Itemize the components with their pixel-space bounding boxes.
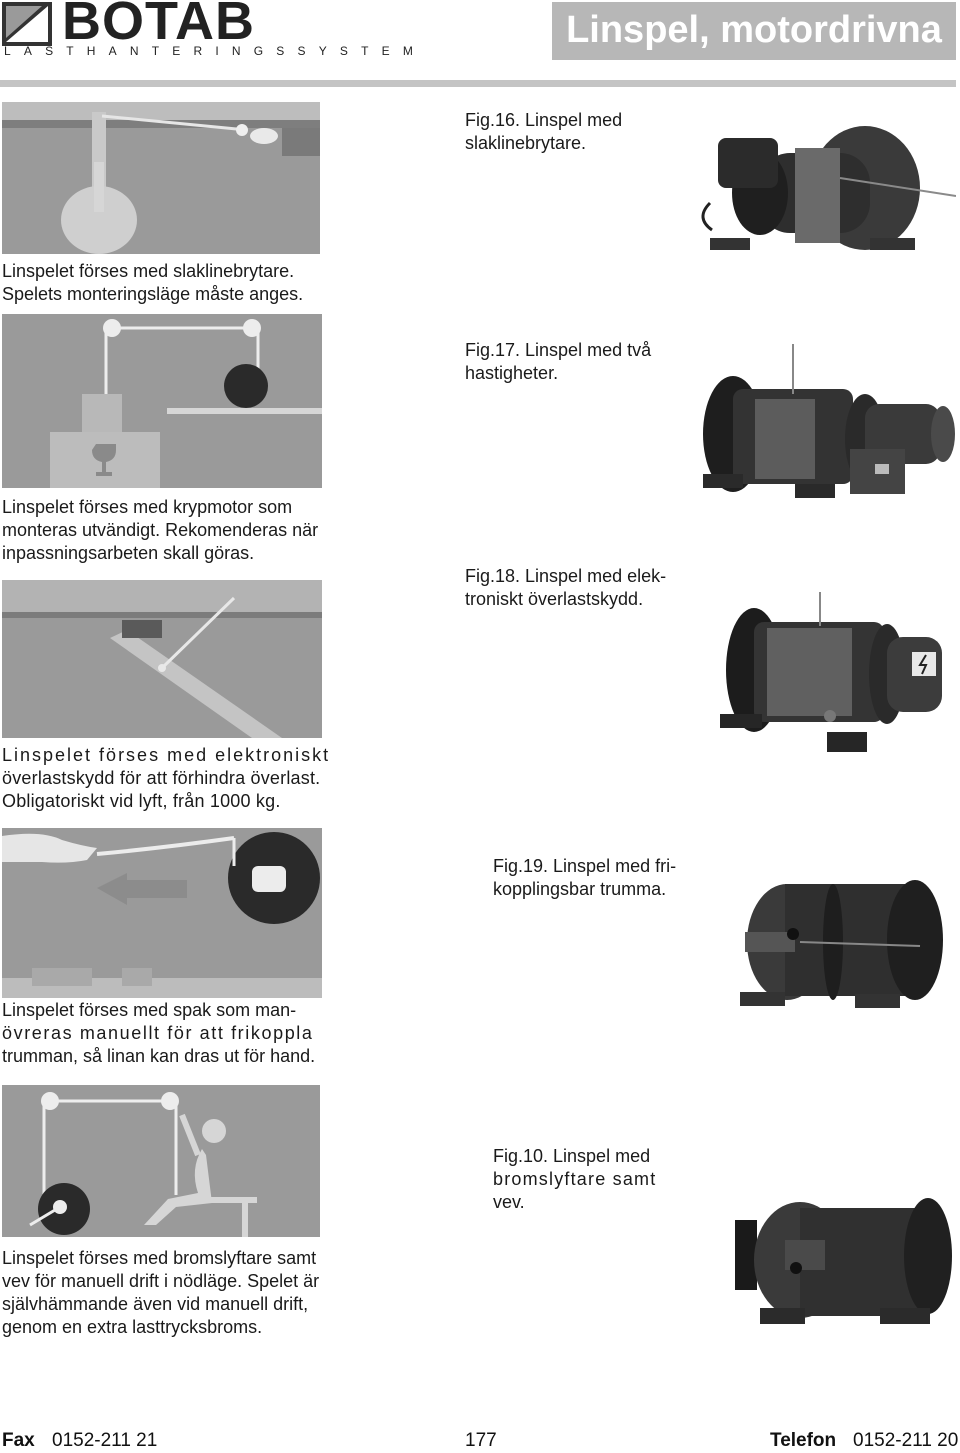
photo-winch-overload-protection [712, 592, 960, 760]
free-spool-drum-winch-photo-icon [740, 880, 943, 1008]
section-5-figure-caption: Fig.10. Linspel med bromslyftare samt ve… [493, 1145, 713, 1214]
caption-line: Linspelet förses med krypmotor som [2, 497, 293, 517]
caption-line: Obligatoriskt vid lyft, från 1000 kg. [2, 791, 281, 811]
logo-tagline: LASTHANTERINGSSYSTEM [4, 44, 427, 58]
caption-line: Linspelet förses med elektroniskt [2, 745, 331, 765]
section-3-figure-caption: Fig.18. Linspel med elek- troniskt överl… [465, 565, 685, 611]
free-spool-lever-diagram-icon [2, 832, 322, 998]
footer-phone-label: Telefon [770, 1430, 837, 1451]
section-4-caption: Linspelet förses med spak som man- övrer… [2, 999, 332, 1068]
figure-caption-line: Fig.19. Linspel med fri- [493, 856, 677, 876]
figure-caption-line: Fig.16. Linspel med [465, 110, 623, 130]
footer-fax-number: 0152-211 21 [52, 1430, 158, 1451]
caption-line: överlastskydd för att förhindra överlast… [2, 768, 321, 788]
logo-mark-icon [2, 2, 52, 46]
figure-caption-line: hastigheter. [465, 363, 559, 383]
photo-free-spool-drum-winch [735, 872, 947, 1032]
figure-caption-line: kopplingsbar trumma. [493, 879, 667, 899]
creep-motor-diagram-icon [50, 319, 322, 488]
overload-protection-diagram-icon [2, 580, 322, 738]
illustration-overload-protection [2, 580, 322, 738]
footer-fax-label: Fax [2, 1430, 35, 1451]
footer-phone-number: 0152-211 20 [853, 1430, 959, 1451]
illustration-manual-brake-release [2, 1085, 320, 1237]
caption-line: Linspelet förses med slaklinebrytare. [2, 261, 295, 281]
section-1-figure-caption: Fig.16. Linspel med slaklinebrytare. [465, 109, 685, 155]
caption-line: inpassningsarbeten skall göras. [2, 543, 255, 563]
figure-caption-line: Fig.17. Linspel med två [465, 340, 652, 360]
figure-caption-line: troniskt överlastskydd. [465, 589, 644, 609]
figure-caption-line: bromslyftare samt [493, 1169, 657, 1189]
figure-caption-line: vev. [493, 1192, 525, 1212]
page-title: Linspel, motordrivna [566, 9, 942, 51]
winch-with-overload-protection-photo-icon [720, 592, 942, 752]
caption-line: Spelets monteringsläge måste anges. [2, 284, 304, 304]
figure-caption-line: Fig.10. Linspel med [493, 1146, 651, 1166]
header-divider [0, 80, 956, 87]
caption-line: Linspelet förses med spak som man- [2, 1000, 297, 1020]
caption-line: vev för manuell drift i nödläge. Spelet … [2, 1271, 320, 1291]
manual-brake-release-diagram-icon [29, 1092, 257, 1237]
two-speed-winch-photo-icon [703, 344, 955, 498]
caption-line: övreras manuellt för att frikoppla [2, 1023, 314, 1043]
logo-name: BOTAB [62, 0, 255, 51]
photo-winch-slack-line-switch [690, 108, 957, 266]
photo-two-speed-winch [695, 344, 957, 512]
section-1-caption: Linspelet förses med slaklinebrytare. Sp… [2, 260, 332, 306]
illustration-free-spool-lever [2, 828, 322, 998]
illustration-slack-line-switch [2, 102, 320, 254]
caption-line: Linspelet förses med bromslyftare samt [2, 1248, 317, 1268]
section-4-figure-caption: Fig.19. Linspel med fri- kopplingsbar tr… [493, 855, 713, 901]
page-title-bar: Linspel, motordrivna [552, 2, 956, 60]
caption-line: genom en extra lasttrycksbroms. [2, 1317, 263, 1337]
photo-winch-brake-release-crank [730, 1190, 956, 1342]
caption-line: monteras utvändigt. Rekomenderas när [2, 520, 319, 540]
caption-line: trumman, så linan kan dras ut för hand. [2, 1046, 316, 1066]
winch-with-slack-line-switch-photo-icon [701, 126, 957, 250]
figure-caption-line: slaklinebrytare. [465, 133, 587, 153]
section-2-figure-caption: Fig.17. Linspel med två hastigheter. [465, 339, 685, 385]
slack-line-switch-diagram-icon [2, 102, 320, 254]
illustration-creep-motor [2, 314, 322, 488]
caption-line: självhämmande även vid manuell drift, [2, 1294, 309, 1314]
section-3-caption: Linspelet förses med elektroniskt överla… [2, 744, 332, 813]
footer-page-number: 177 [465, 1430, 497, 1451]
section-2-caption: Linspelet förses med krypmotor som monte… [2, 496, 332, 565]
winch-with-brake-release-crank-photo-icon [735, 1198, 952, 1324]
figure-caption-line: Fig.18. Linspel med elek- [465, 566, 667, 586]
section-5-caption: Linspelet förses med bromslyftare samt v… [2, 1247, 332, 1339]
